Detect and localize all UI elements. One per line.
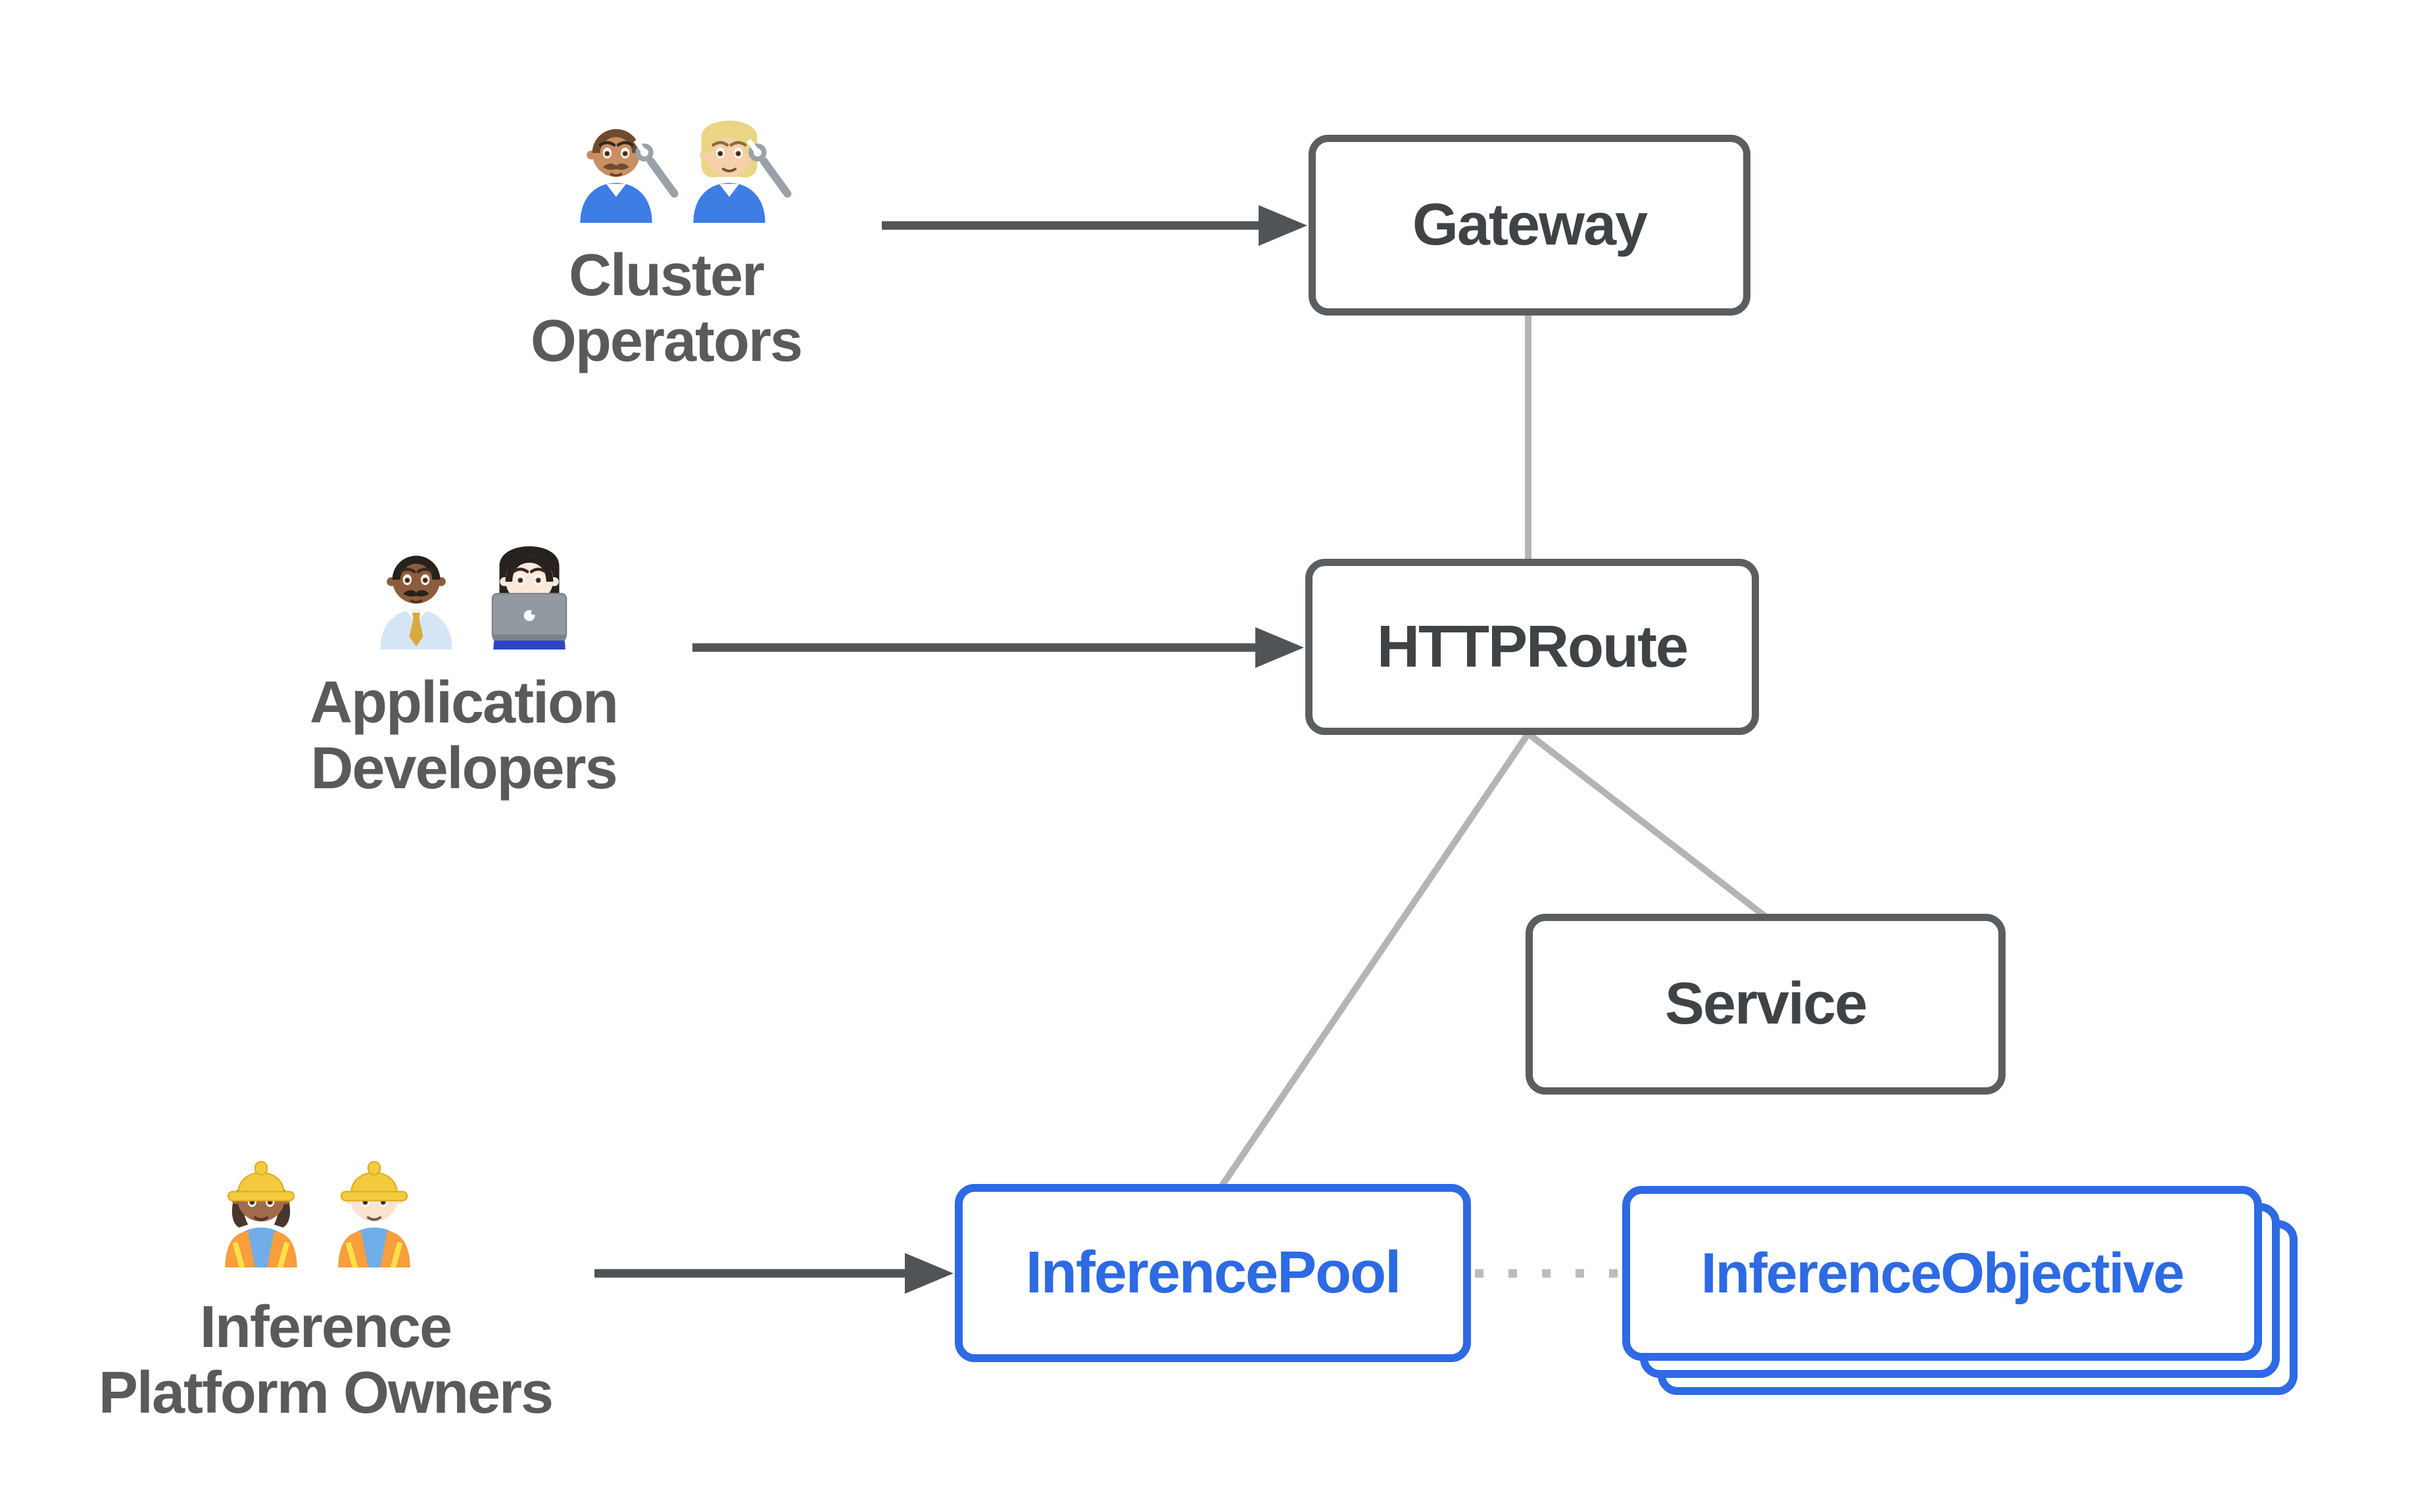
laptop-icon bbox=[491, 592, 567, 641]
wrench-icon bbox=[633, 139, 679, 198]
safety-vest-icon bbox=[225, 1231, 255, 1267]
httproute-node: HTTPRoute bbox=[1305, 559, 1759, 735]
eyebrow-icon bbox=[711, 141, 729, 147]
mouth-icon bbox=[253, 1216, 269, 1221]
hard-hat-icon bbox=[227, 1161, 295, 1202]
eyebrow-icon bbox=[598, 141, 616, 147]
arrowhead-icon bbox=[1255, 627, 1304, 668]
gateway-label: Gateway bbox=[1412, 192, 1648, 258]
arrowhead-icon bbox=[1259, 205, 1307, 246]
eyebrow-icon bbox=[416, 567, 434, 573]
inference-platform-owners-figures bbox=[211, 1152, 424, 1269]
application-developers-httproute-arrow bbox=[692, 627, 1304, 668]
application-developers-figures bbox=[366, 534, 579, 651]
httproute-service-link bbox=[1526, 731, 1770, 920]
hair-fringe-icon bbox=[705, 129, 754, 153]
tie-icon bbox=[412, 612, 421, 620]
service-node: Service bbox=[1526, 914, 2006, 1095]
hard-hat-icon bbox=[340, 1161, 408, 1202]
service-label: Service bbox=[1664, 971, 1867, 1037]
arrowhead-icon bbox=[905, 1253, 953, 1294]
collar-icon bbox=[719, 183, 740, 197]
face-icon bbox=[505, 555, 554, 604]
label-line: Developers bbox=[310, 736, 617, 801]
label-line: Platform Owners bbox=[98, 1360, 554, 1426]
httproute-label: HTTPRoute bbox=[1377, 613, 1689, 680]
cluster-operators-label: Cluster Operators bbox=[530, 243, 803, 374]
woman-technologist-emoji bbox=[491, 546, 567, 650]
label-line: Operators bbox=[530, 308, 803, 374]
hair-fringe-icon bbox=[592, 129, 640, 153]
eyebrow-icon bbox=[512, 567, 529, 573]
woman-construction-worker-emoji bbox=[225, 1161, 297, 1269]
gateway-node: Gateway bbox=[1309, 135, 1750, 316]
torso-icon bbox=[580, 183, 652, 223]
application-developers-label: Application Developers bbox=[310, 670, 619, 801]
cluster-operators-gateway-arrow bbox=[882, 205, 1307, 246]
man-mechanic-emoji bbox=[580, 129, 679, 223]
collar-icon bbox=[606, 183, 627, 197]
label-line: Inference bbox=[199, 1294, 452, 1360]
man-construction-worker-emoji bbox=[338, 1161, 410, 1269]
inference-platform-owners-inferencepool-arrow bbox=[594, 1253, 953, 1294]
eyebrow-icon bbox=[529, 567, 547, 573]
mustache-icon bbox=[603, 163, 629, 170]
mouth-icon bbox=[366, 1216, 382, 1221]
eyebrow-icon bbox=[398, 567, 416, 573]
label-line: Application bbox=[310, 670, 619, 736]
httproute-inferencepool-link bbox=[1218, 732, 1531, 1188]
inference-platform-owners-label: Inference Platform Owners bbox=[98, 1294, 554, 1426]
hair-fringe-icon bbox=[392, 555, 441, 580]
safety-vest-icon bbox=[338, 1231, 368, 1267]
inferencepool-label: InferencePool bbox=[1025, 1240, 1401, 1306]
inferenceobjective-label: InferenceObjective bbox=[1700, 1241, 2185, 1305]
cluster-operators-figures bbox=[566, 107, 792, 225]
mustache-icon bbox=[403, 590, 429, 597]
inferencepool-node: InferencePool bbox=[955, 1184, 1471, 1362]
torso-icon bbox=[693, 183, 765, 223]
eyebrow-icon bbox=[729, 141, 747, 147]
inferenceobjective-node: InferenceObjective bbox=[1622, 1186, 2262, 1361]
eyebrow-icon bbox=[616, 141, 634, 147]
label-line: Cluster bbox=[568, 243, 765, 308]
wrench-icon bbox=[746, 139, 792, 198]
mouth-icon bbox=[721, 168, 737, 173]
man-office-worker-emoji bbox=[380, 555, 452, 650]
woman-mechanic-emoji bbox=[693, 120, 792, 223]
